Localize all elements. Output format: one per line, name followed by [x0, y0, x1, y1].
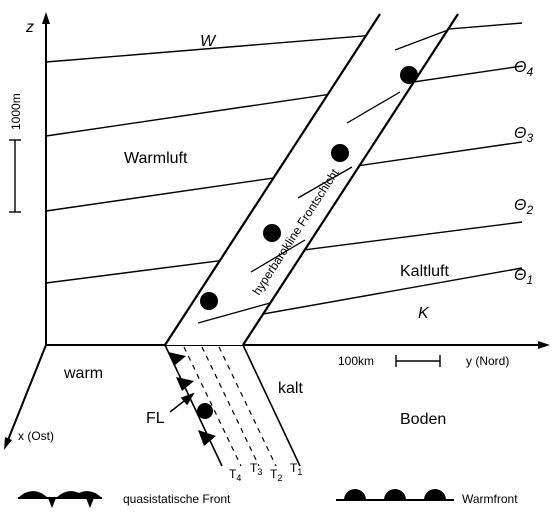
kalt-label: kalt	[278, 380, 303, 397]
slab-warmfront-symbols	[200, 66, 418, 310]
kaltluft-label: Kaltluft	[400, 263, 449, 280]
w-label: W	[200, 33, 217, 50]
t3-label: T3	[250, 461, 262, 477]
boden-label: Boden	[400, 411, 446, 428]
y-axis-arrow	[538, 341, 550, 349]
warmluft-label: Warmluft	[124, 150, 188, 167]
strip-dashes	[183, 346, 277, 467]
x-axis-label: x (Ost)	[18, 429, 54, 443]
isentrope-4	[45, 22, 523, 63]
ground-front-strip	[164, 344, 301, 467]
theta-3-label: Θ3	[514, 125, 533, 145]
front-layer-slab	[165, 14, 458, 345]
warm-label: warm	[63, 365, 103, 382]
y-axis-label: y (Nord)	[466, 354, 509, 368]
theta-2-label: Θ2	[514, 197, 533, 217]
x-axis-arrow	[4, 437, 12, 450]
legend-quasi-symbol	[18, 491, 102, 508]
horizontal-scale-bar	[395, 355, 441, 367]
warmfront-dot	[400, 66, 418, 84]
theta-1-label: Θ1	[514, 267, 533, 287]
t4-label: T4	[229, 467, 241, 483]
t1-label: T1	[290, 461, 302, 477]
isentrope-3	[45, 65, 523, 137]
legend-warm-symbol	[336, 489, 454, 501]
t2-label: T2	[270, 467, 282, 483]
scale-horizontal-label: 100km	[338, 354, 374, 368]
z-axis-arrow	[42, 12, 50, 24]
warmfront-dot	[200, 292, 218, 310]
fl-pointer	[169, 392, 195, 413]
cold-front-triangle	[168, 352, 186, 366]
theta-4-label: Θ4	[514, 59, 533, 79]
z-axis-label: z	[25, 19, 34, 36]
isentrope-kinks	[197, 29, 449, 324]
warmfront-dot	[263, 224, 281, 242]
legend-warm-label: Warmfront	[462, 492, 518, 506]
x-axis	[7, 344, 47, 441]
warmfront-dot	[331, 144, 349, 162]
legend-quasi-label: quasistatische Front	[123, 492, 231, 506]
scale-vertical-label: 1000m	[9, 93, 23, 130]
vertical-scale-bar	[9, 139, 21, 213]
axes	[4, 12, 550, 450]
cold-front-triangle	[176, 377, 194, 391]
cold-front-triangle	[198, 430, 216, 446]
surface-front-line-symbols	[168, 352, 216, 446]
fl-label: FL	[146, 410, 165, 427]
strip-right-edge	[242, 344, 301, 467]
front-layer-lower-edge	[242, 13, 459, 346]
front-layer-upper-edge	[164, 13, 381, 346]
warmfront-dot	[197, 403, 213, 419]
k-label: K	[418, 305, 430, 322]
